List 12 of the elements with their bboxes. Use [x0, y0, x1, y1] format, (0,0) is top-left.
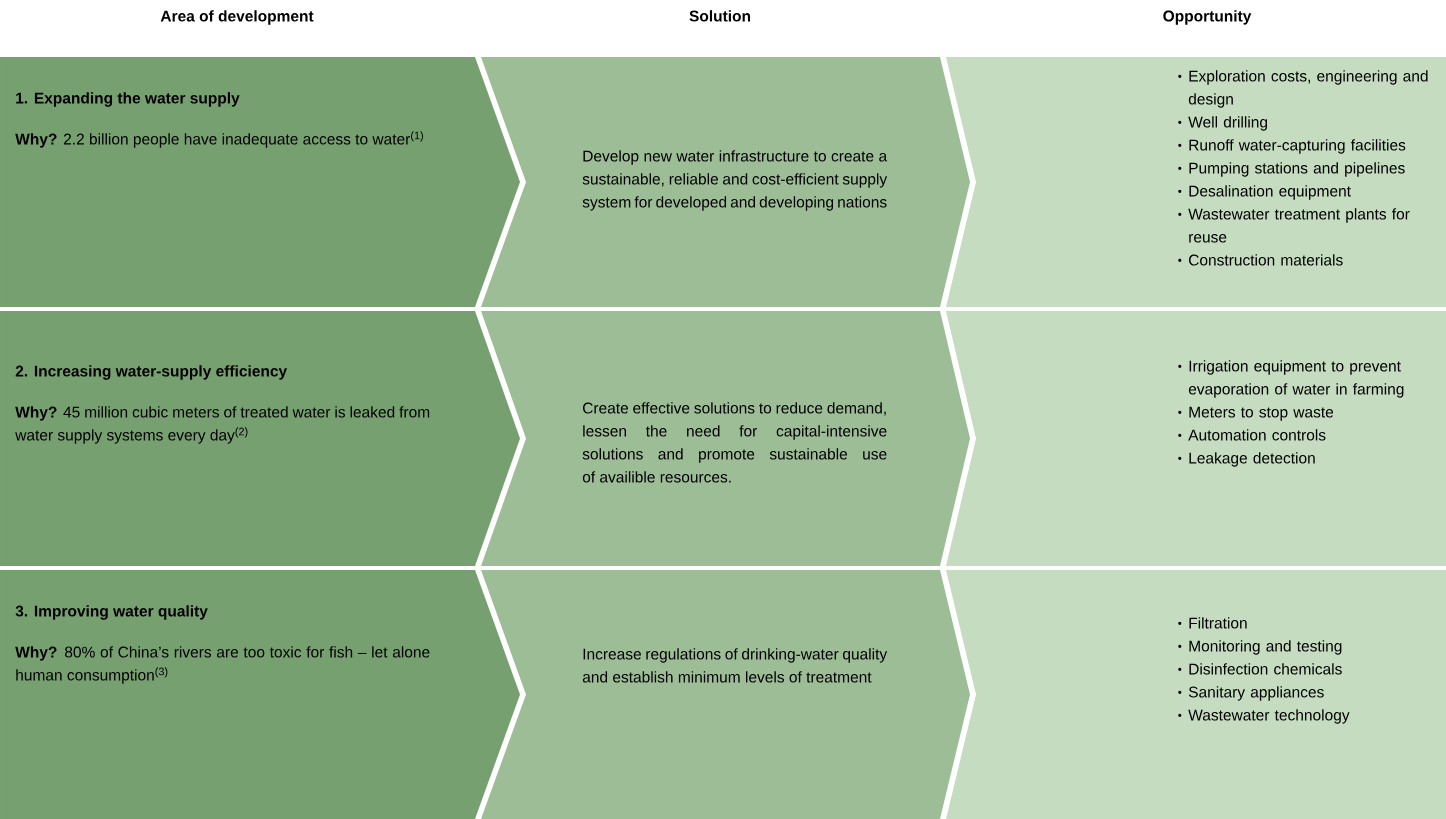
solution-panel: Develop new water infrastructure to create a sustainable, reliable and cost-efficient supply system for developed and developing nations [481, 57, 970, 307]
solution-panel: Create effective solutions to reduce demand, lessen the need for capital-intensive solutions and promote sustainable use of availible resources. [481, 311, 970, 566]
opportunity-panel: Exploration costs, engineering and design Well drilling Runoff water-capturing facilities Pumping stations and pipelines Desalination equipment Wastewater treatment plants for reuse Construction materials [946, 57, 1446, 307]
opportunity-panel: Irrigation equipment to prevent evaporation of water in farming Meters to stop waste Automation controls Leakage detection [946, 311, 1446, 566]
area-panel: 1. Expanding the water supply Why? 2.2 billion people have inadequate access to water$^{(1)}$ [0, 57, 520, 307]
column-header: Opportunity [1163, 10, 1252, 25]
column-header: Area of development [160, 10, 314, 25]
area-panel: 3. Improving water quality Why? 80% of China’s rivers are too toxic for fish – let alone human consumption$^{(3)}$ [0, 570, 520, 819]
column-header: Solution [689, 10, 751, 22]
area-panel: 2. Increasing water-supply efficiency Why? 45 million cubic meters of treated water is leaked from water supply systems every day$^{(2)}$ [0, 311, 520, 566]
solution-panel: Increase regulations of drinking-water quality and establish minimum levels of treatment [481, 570, 970, 819]
opportunity-panel: Filtration Monitoring and testing Disinfection chemicals Sanitary appliances Wastewater technology [946, 570, 1446, 819]
